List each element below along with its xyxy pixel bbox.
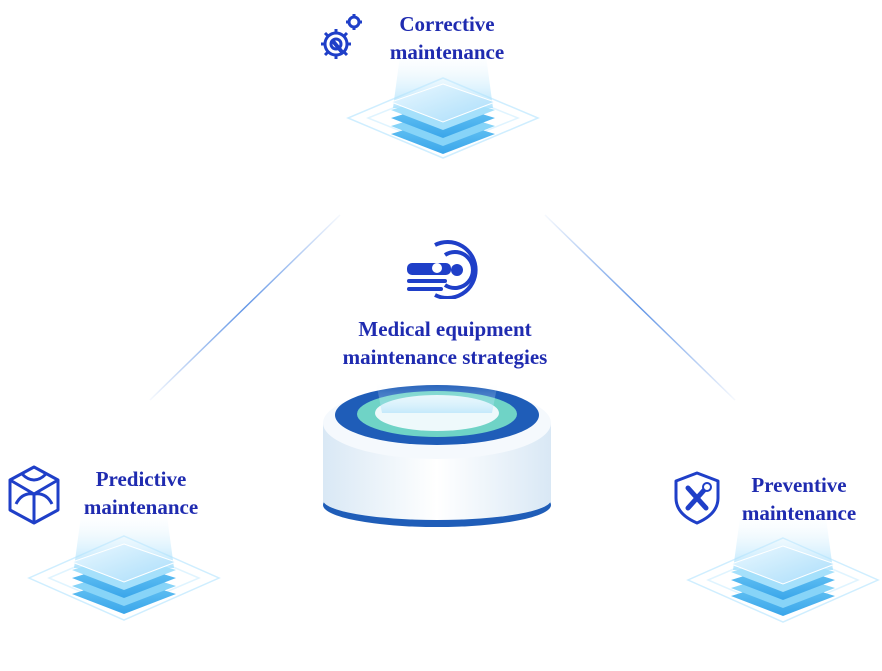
center-title-line1: Medical equipment bbox=[358, 317, 532, 341]
connector-top-right bbox=[544, 214, 736, 401]
center-title-line2: maintenance strategies bbox=[342, 345, 548, 369]
node-label-line1: Predictive bbox=[95, 467, 187, 491]
platform-top bbox=[346, 48, 540, 159]
node-label-line1: Preventive bbox=[751, 473, 847, 497]
connector-top-left bbox=[149, 214, 341, 401]
node-label-preventive: Preventive maintenance bbox=[724, 471, 874, 527]
center-title: Medical equipment maintenance strategies bbox=[300, 315, 590, 371]
node-label-line2: maintenance bbox=[741, 501, 857, 525]
shield-tools-icon bbox=[674, 471, 720, 525]
node-label-predictive: Predictive maintenance bbox=[66, 465, 216, 521]
node-label-corrective: Corrective maintenance bbox=[372, 10, 522, 66]
medical-scanner-icon bbox=[407, 240, 478, 299]
node-label-line2: maintenance bbox=[389, 40, 505, 64]
node-label-line2: maintenance bbox=[83, 495, 199, 519]
center-cylinder bbox=[323, 382, 551, 527]
platform-left bbox=[27, 508, 221, 621]
cube-network-icon bbox=[8, 465, 60, 525]
gears-wrench-icon bbox=[321, 14, 362, 59]
platform-right bbox=[686, 510, 880, 623]
node-label-line1: Corrective bbox=[399, 12, 495, 36]
